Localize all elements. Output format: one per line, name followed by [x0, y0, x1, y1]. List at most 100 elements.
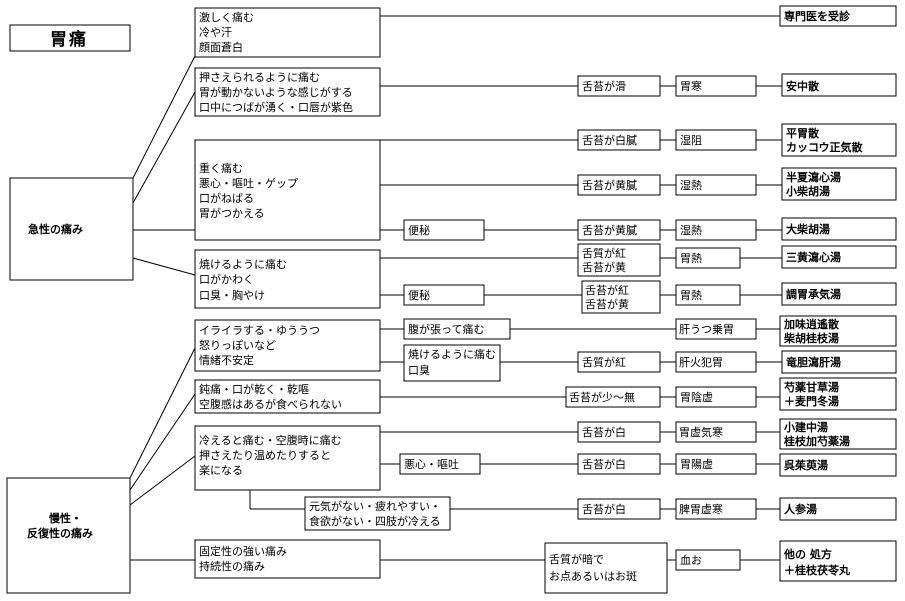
secondary-burning: 焼けるように痛む 口臭 — [403, 344, 501, 382]
remedy-label: 芍薬甘草湯 — [784, 380, 839, 394]
tongue-label: 舌苔が白 — [582, 502, 626, 516]
pattern-13: 血お — [675, 549, 741, 571]
remedy-label: 小建中湯 — [783, 420, 828, 434]
tongue-label: 舌質が紅 — [582, 246, 626, 260]
tongue-label: 舌苔が白 — [582, 425, 626, 439]
pattern-12: 脾胃虚寒 — [675, 498, 757, 520]
pattern-10: 胃虚気寒 — [675, 421, 757, 443]
tongue-6: 舌苔が紅 舌苔が黄 — [581, 280, 661, 314]
remedy-3: 平胃散 カッコウ正気散 — [781, 123, 897, 157]
remedy-8: 加味逍遙散 柴胡桂枝湯 — [779, 315, 897, 347]
pattern-2: 湿阻 — [675, 129, 757, 151]
symptom-line: イライラする・ゆううつ — [199, 324, 320, 337]
remedy-9: 竜胆瀉肝湯 — [781, 350, 897, 374]
pattern-3: 湿熱 — [675, 174, 757, 196]
symptom-line: 食欲がない・四肢が冷える — [309, 514, 441, 528]
tongue-3: 舌苔が黄膩 — [577, 174, 661, 196]
secondary-label: 口臭 — [408, 363, 430, 377]
remedy-label: 小柴胡湯 — [785, 184, 830, 198]
tongue-1: 舌苔が滑 — [577, 75, 661, 97]
pattern-label: 湿熱 — [680, 179, 702, 192]
pattern-label: 湿熱 — [680, 224, 702, 237]
category-acute-box — [9, 177, 134, 281]
pattern-label: 胃虚気寒 — [679, 425, 723, 439]
symptom-line: 口中につばが湧く・口唇が紫色 — [199, 100, 353, 114]
pattern-label: 胃熱 — [680, 252, 702, 265]
remedy-label: 専門医を受診 — [784, 9, 851, 23]
symptom-line: 楽になる — [199, 464, 243, 477]
category-chronic-label-1: 慢性・ — [49, 511, 82, 525]
pattern-7: 肝うつ乗胃 — [675, 318, 757, 340]
tongue-9: 舌苔が白 — [577, 421, 661, 443]
remedy-label: ＋桂枝茯苓丸 — [784, 563, 851, 577]
symptom-9: 固定性の強い痛み 持続性の痛み — [194, 539, 381, 579]
tongue-label: 舌苔が紅 — [585, 283, 629, 297]
remedy-4: 半夏瀉心湯 小柴胡湯 — [781, 167, 897, 201]
symptom-line: 口がかわく — [199, 272, 254, 286]
pattern-11: 胃陽虚 — [675, 453, 757, 475]
symptom-line: 激しく痛む — [199, 10, 254, 24]
remedy-label: ＋麦門冬湯 — [784, 394, 839, 408]
pattern-label: 胃陰虚 — [680, 390, 713, 404]
symptom-6: 鈍痛・口が乾く・乾嘔 空腹感はあるが食べられない — [194, 379, 381, 414]
pattern-label: 胃陽虚 — [680, 458, 713, 471]
remedy-7: 調胃承気湯 — [781, 282, 897, 306]
secondary-label: 焼けるように痛む — [408, 347, 496, 361]
remedy-label: 調胃承気湯 — [786, 287, 841, 301]
remedy-label: 桂枝加芍薬湯 — [783, 434, 850, 448]
symptom-2: 押さえられるように痛む 胃が動かないような感じがする 口中につばが湧く・口唇が紫… — [194, 67, 381, 117]
remedy-10: 芍薬甘草湯 ＋麦門冬湯 — [779, 377, 897, 411]
secondary-blood-spots: 舌質が暗で お点あるいはお斑 — [544, 542, 668, 594]
tongue-10: 舌苔が白 — [577, 453, 661, 475]
pattern-label: 血お — [680, 553, 702, 567]
remedy-label: 三黄瀉心湯 — [786, 250, 841, 264]
tongue-11: 舌苔が白 — [577, 498, 661, 520]
symptom-line: 顔面蒼白 — [199, 40, 243, 54]
symptom-line: 焼けるように痛む — [199, 257, 287, 271]
symptom-line: 口がねばる — [199, 191, 254, 205]
pattern-1: 胃寒 — [675, 75, 757, 97]
remedy-label: 人参湯 — [784, 502, 817, 516]
symptom-line: 空腹感はあるが食べられない — [199, 397, 342, 411]
secondary-label: 便秘 — [408, 288, 430, 302]
symptom-line: 口臭・胸やけ — [199, 288, 265, 302]
symptom-7: 冷えると痛む・空腹時に痛む 押さえたり温めたりすると 楽になる — [194, 425, 381, 491]
remedy-label: 加味逍遙散 — [783, 317, 840, 331]
pattern-4: 湿熱 — [675, 219, 757, 241]
title-box — [9, 24, 131, 52]
remedy-6: 三黄瀉心湯 — [781, 245, 897, 269]
symptom-line: 悪心・嘔吐・ゲップ — [199, 177, 298, 190]
secondary-constipation-1: 便秘 — [403, 219, 485, 241]
pattern-label: 肝火犯胃 — [679, 356, 723, 369]
pattern-9: 胃陰虚 — [675, 386, 757, 408]
tongue-label: 舌苔が黄 — [585, 297, 629, 311]
secondary-label: 腹が張って痛む — [408, 322, 484, 336]
symptom-line: 冷えると痛む・空腹時に痛む — [199, 433, 342, 447]
remedy-12: 呉茱萸湯 — [779, 453, 897, 477]
pattern-label: 肝うつ乗胃 — [679, 323, 734, 336]
remedy-14: 他の 処方 ＋桂枝茯苓丸 — [779, 540, 897, 582]
remedy-label: 半夏瀉心湯 — [786, 170, 841, 184]
pattern-label: 湿阻 — [680, 134, 702, 147]
secondary-label: 悪心・嘔吐 — [404, 458, 459, 471]
remedy-label: カッコウ正気散 — [786, 140, 864, 154]
symptom-line: 持続性の痛み — [199, 559, 265, 573]
symptom-4: 焼けるように痛む 口がかわく 口臭・胸やけ — [194, 249, 381, 309]
symptom-line: 押さえられるように痛む — [199, 70, 320, 84]
remedy-label: 呉茱萸湯 — [784, 458, 828, 472]
tongue-label: 舌苔が白膩 — [582, 133, 637, 147]
symptom-line: 重く痛む — [199, 161, 243, 175]
secondary-label: お点あるいはお斑 — [549, 570, 637, 583]
remedy-label: 平胃散 — [786, 126, 820, 140]
category-chronic-box — [6, 477, 131, 594]
tongue-2: 舌苔が白膩 — [577, 129, 661, 151]
page-title: 胃痛 — [50, 29, 88, 50]
symptom-3: 重く痛む 悪心・嘔吐・ゲップ 口がねばる 胃がつかえる — [194, 139, 381, 241]
tongue-label: 舌苔が白 — [582, 457, 626, 471]
remedy-13: 人参湯 — [779, 497, 897, 521]
symptom-line: 情緒不安定 — [199, 353, 254, 367]
symptom-line: 胃が動かないような感じがする — [199, 85, 353, 99]
symptom-line: 押さえたり温めたりすると — [199, 448, 331, 462]
secondary-constipation-2: 便秘 — [403, 284, 485, 306]
